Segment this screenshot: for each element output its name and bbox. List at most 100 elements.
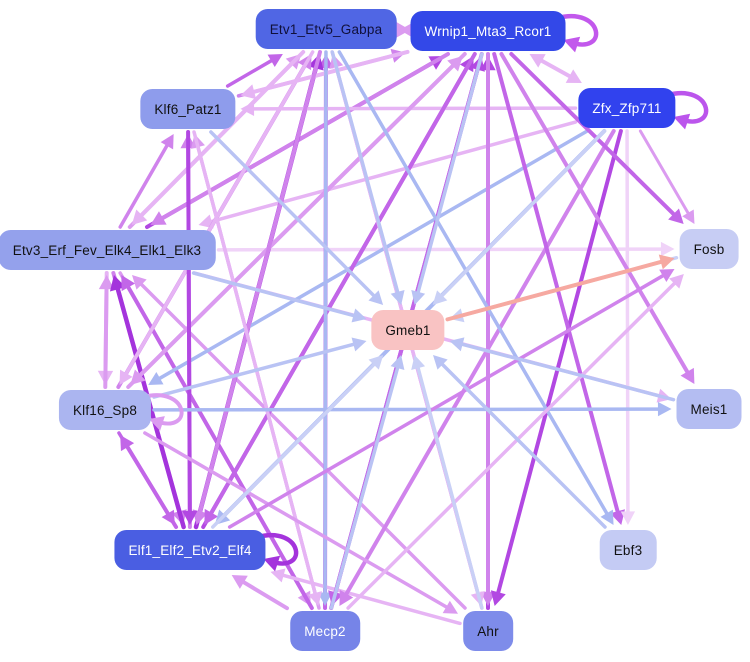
graph-edge-arrowhead xyxy=(339,589,354,606)
graph-edge xyxy=(492,52,621,517)
graph-node-label: Elf1_Elf2_Etv2_Elf4 xyxy=(128,542,252,558)
graph-node-label: Ebf3 xyxy=(613,542,643,558)
graph-edge xyxy=(118,141,170,229)
graph-edge xyxy=(143,431,451,611)
graph-node-klf16[interactable]: Klf16_Sp8 xyxy=(58,390,152,430)
graph-edge-arrowhead xyxy=(119,369,133,385)
graph-edge-arrowhead xyxy=(132,275,147,290)
graph-node-ebf3[interactable]: Ebf3 xyxy=(599,530,657,570)
graph-edge-arrowhead xyxy=(130,369,146,385)
graph-node-fosb[interactable]: Fosb xyxy=(679,229,739,269)
graph-edge-arrowhead xyxy=(131,209,148,225)
graph-node-label: Gmeb1 xyxy=(385,322,431,338)
graph-edge xyxy=(186,130,192,516)
graph-edge-arrowhead xyxy=(563,36,581,53)
graph-edge xyxy=(209,130,378,300)
graph-edge xyxy=(123,50,315,378)
graph-node-label: Fosb xyxy=(693,241,725,257)
graph-edge-arrowhead xyxy=(660,241,675,257)
graph-node-etv1[interactable]: Etv1_Etv5_Gabpa xyxy=(255,9,397,49)
graph-node-label: Klf16_Sp8 xyxy=(72,402,138,418)
graph-edge xyxy=(499,52,691,377)
graph-edge-arrowhead xyxy=(680,367,695,384)
graph-node-meis1[interactable]: Meis1 xyxy=(676,389,742,429)
graph-edge-arrowhead xyxy=(668,208,684,224)
graph-edge-arrowhead xyxy=(610,509,625,525)
graph-edge xyxy=(227,272,667,529)
graph-node-klf6[interactable]: Klf6_Patz1 xyxy=(140,89,236,129)
graph-edge xyxy=(207,120,578,224)
graph-edge-arrowhead xyxy=(161,509,175,525)
graph-edge xyxy=(337,50,610,518)
graph-edge xyxy=(438,129,607,300)
graph-edge-arrowhead xyxy=(565,69,582,83)
graph-edge xyxy=(152,341,358,399)
graph-edge xyxy=(239,578,289,611)
graph-edge xyxy=(346,279,678,610)
graph-edge xyxy=(249,106,578,111)
graph-edge xyxy=(537,57,574,80)
graph-edge xyxy=(197,50,322,517)
graph-edge-arrowhead xyxy=(317,592,333,606)
graph-edge-arrowhead xyxy=(150,211,167,225)
graph-edge-arrowhead xyxy=(449,337,465,352)
graph-edge-arrowhead xyxy=(673,113,691,130)
graph-edge xyxy=(225,57,276,88)
graph-edge xyxy=(191,271,358,318)
graph-node-ahr[interactable]: Ahr xyxy=(463,611,513,651)
graph-edge-arrowhead xyxy=(182,510,198,525)
graph-edge-arrowhead xyxy=(240,101,255,117)
graph-edge-arrowhead xyxy=(490,590,506,606)
graph-edge xyxy=(343,129,616,599)
graph-edge xyxy=(136,52,467,380)
graph-edge xyxy=(208,52,477,518)
graph-edge xyxy=(249,49,410,95)
graph-node-zfx[interactable]: Zfx_Zfp711 xyxy=(578,88,676,128)
graph-edge-arrowhead xyxy=(442,600,458,614)
graph-edge-arrowhead xyxy=(263,555,281,572)
graph-edge-arrowhead xyxy=(411,355,426,370)
graph-edge xyxy=(438,360,607,529)
graph-edge xyxy=(103,284,109,389)
graph-edge-arrowhead xyxy=(121,275,136,292)
graph-edge xyxy=(155,129,589,382)
graph-node-gmeb1[interactable]: Gmeb1 xyxy=(371,310,445,350)
graph-edge-arrowhead xyxy=(620,511,636,525)
graph-edge xyxy=(137,280,467,610)
graph-self-loop xyxy=(555,13,599,47)
graph-edge-arrowhead xyxy=(351,308,367,323)
graph-edge-arrowhead xyxy=(529,54,546,68)
graph-edge-arrowhead xyxy=(204,508,219,525)
graph-edge xyxy=(445,259,666,322)
graph-edge xyxy=(216,247,666,252)
graph-edge-arrowhead xyxy=(658,254,675,270)
graph-edge-arrowhead xyxy=(368,355,384,370)
graph-node-etv3[interactable]: Etv3_Erf_Fev_Elk4_Elk1_Elk3 xyxy=(0,230,216,270)
graph-node-label: Mecp2 xyxy=(304,623,346,639)
graph-node-elf1[interactable]: Elf1_Elf2_Etv2_Elf4 xyxy=(114,530,266,570)
graph-edge xyxy=(117,431,171,518)
graph-node-label: Etv1_Etv5_Gabpa xyxy=(269,21,383,37)
graph-edge-arrowhead xyxy=(231,575,248,589)
graph-edge xyxy=(625,129,630,516)
graph-edge xyxy=(323,50,328,597)
graph-self-loop xyxy=(665,90,709,124)
graph-edge-arrowhead xyxy=(198,214,214,229)
graph-edge-arrowhead xyxy=(411,290,426,305)
graph-edge-arrowhead xyxy=(600,509,614,525)
graph-edge xyxy=(211,360,378,529)
graph-edge-arrowhead xyxy=(433,355,448,370)
graph-node-label: Meis1 xyxy=(690,401,728,417)
graph-node-label: Ahr xyxy=(477,623,499,639)
graph-node-label: Wrnip1_Mta3_Rcor1 xyxy=(424,23,552,39)
graph-node-label: Etv3_Erf_Fev_Elk4_Elk1_Elk3 xyxy=(12,242,202,258)
graph-edge-arrowhead xyxy=(657,401,672,417)
graph-node-mecp2[interactable]: Mecp2 xyxy=(290,611,360,651)
graph-edge-arrowhead xyxy=(308,591,322,606)
graph-edge xyxy=(509,52,678,219)
graph-self-loop xyxy=(255,532,299,566)
graph-edge-arrowhead xyxy=(270,568,286,583)
graph-edge-arrowhead xyxy=(240,84,257,100)
graph-node-wrnip1[interactable]: Wrnip1_Mta3_Rcor1 xyxy=(410,11,566,51)
graph-edge-arrowhead xyxy=(390,290,405,305)
